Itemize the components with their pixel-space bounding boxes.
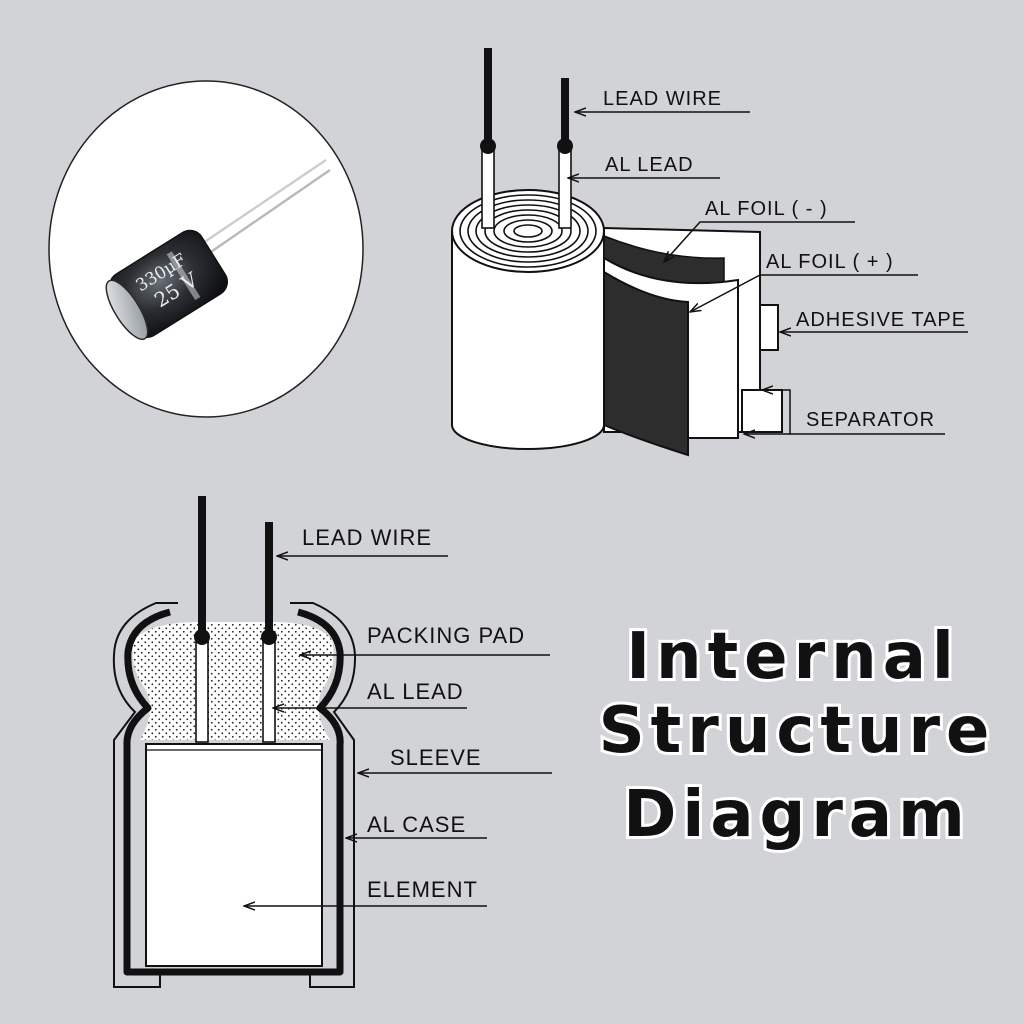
section-label-al-case: AL CASE <box>367 812 466 837</box>
capacitor-leads <box>199 159 331 257</box>
diagram-title: Internal Structure Diagram <box>596 617 996 855</box>
winding-leaders <box>568 112 968 434</box>
section-label-sleeve: SLEEVE <box>390 745 482 770</box>
section-label-element: ELEMENT <box>367 877 478 902</box>
title-line-2: Structure <box>599 694 996 768</box>
section-leaders <box>244 556 552 906</box>
unrolled-layers <box>603 226 783 457</box>
label-al-foil-negative: AL FOIL ( - ) <box>705 198 828 220</box>
title-line-1: Internal <box>626 620 960 694</box>
winding-diagram: LEAD WIRE AL LEAD AL FOIL ( - ) AL FOIL … <box>451 48 968 457</box>
al-foil-positive <box>603 270 689 457</box>
title-line-3: Diagram <box>623 778 971 852</box>
adhesive-tape <box>759 304 779 351</box>
sleeve <box>112 602 357 988</box>
capacitor-body: 330µF 25 V <box>105 229 229 341</box>
label-separator: SEPARATOR <box>806 409 935 431</box>
packing-pad <box>132 622 334 740</box>
label-lead-wire: LEAD WIRE <box>603 88 722 110</box>
section-label-packing-pad: PACKING PAD <box>367 623 525 648</box>
section-leads <box>194 496 277 743</box>
element-roll <box>451 189 605 450</box>
winding-leads <box>480 48 573 229</box>
al-case <box>123 608 344 976</box>
separator-tail <box>741 389 783 433</box>
element-block <box>145 743 323 967</box>
label-al-lead: AL LEAD <box>605 154 694 176</box>
label-al-foil-positive: AL FOIL ( + ) <box>766 251 894 273</box>
label-adhesive-tape: ADHESIVE TAPE <box>796 309 966 331</box>
cross-section-diagram: LEAD WIRE PACKING PAD AL LEAD SLEEVE AL … <box>112 496 552 988</box>
section-label-al-lead: AL LEAD <box>367 679 464 704</box>
section-label-lead-wire: LEAD WIRE <box>302 525 432 550</box>
capacitor-photo: 330µF 25 V <box>48 80 364 418</box>
